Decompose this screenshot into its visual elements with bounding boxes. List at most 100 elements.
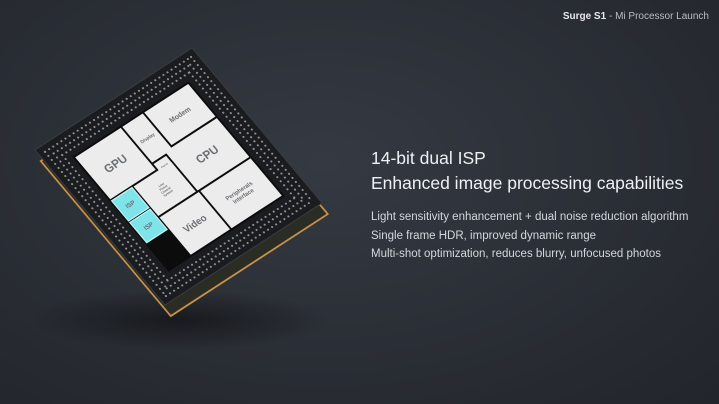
contact-pad: [158, 76, 161, 79]
contact-pad: [279, 220, 282, 223]
contact-pad: [286, 188, 289, 191]
contact-pad: [174, 274, 177, 277]
contact-pad: [264, 144, 267, 147]
contact-pad: [94, 211, 97, 214]
contact-pad: [140, 257, 143, 260]
contact-pad: [304, 192, 308, 196]
contact-pad: [157, 277, 160, 280]
contact-pad: [181, 284, 184, 287]
contact-pad: [109, 115, 112, 118]
contact-pad: [145, 271, 148, 274]
contact-pad: [283, 176, 287, 179]
contact-pad: [214, 255, 217, 258]
contact-pad: [121, 243, 124, 246]
contact-pad: [56, 142, 59, 145]
contact-pad: [59, 160, 62, 163]
contact-pad: [164, 285, 167, 288]
contact-pad: [66, 168, 69, 171]
contact-pad: [216, 95, 219, 98]
contact-pad: [189, 279, 192, 282]
contact-pad: [287, 180, 290, 183]
contact-pad: [84, 124, 87, 127]
contact-pad: [79, 184, 82, 187]
contact-pad: [272, 210, 275, 213]
contact-pad: [52, 145, 55, 148]
contact-pad: [205, 268, 208, 271]
contact-pad: [251, 231, 254, 234]
contact-pad: [218, 252, 221, 255]
contact-pad: [61, 154, 64, 157]
contact-pad: [227, 239, 230, 242]
contact-pad: [239, 231, 243, 234]
contact-pad: [231, 237, 234, 240]
contact-pad: [288, 200, 292, 203]
contact-pad: [257, 136, 260, 139]
contact-pad: [243, 128, 246, 131]
contact-pad: [146, 98, 150, 101]
contact-pad: [211, 250, 214, 253]
contact-pad: [134, 106, 137, 109]
contact-pad: [264, 215, 267, 218]
contact-pad: [162, 73, 165, 76]
contact-pad: [113, 105, 116, 108]
contact-pad: [287, 172, 291, 175]
contact-pad: [89, 135, 92, 138]
contact-pad: [133, 92, 136, 95]
contact-pad: [272, 172, 276, 175]
contact-pad: [60, 140, 63, 143]
contact-pad: [81, 140, 84, 143]
contact-pad: [259, 156, 262, 159]
contact-pad: [153, 273, 157, 276]
contact-pad: [60, 170, 64, 174]
contact-pad: [229, 112, 232, 115]
contact-pad: [207, 253, 210, 256]
contact-pad: [128, 251, 131, 254]
contact-pad: [57, 166, 60, 169]
contact-pad: [223, 96, 226, 99]
contact-pad: [291, 176, 294, 179]
contact-pad: [222, 103, 226, 107]
contact-pad: [109, 220, 113, 223]
contact-pad: [91, 190, 94, 193]
contact-pad: [65, 151, 68, 154]
contact-pad: [135, 242, 138, 245]
contact-pad: [74, 187, 77, 190]
contact-pad: [43, 150, 47, 153]
contact-pad: [270, 226, 274, 229]
contact-pad: [291, 212, 294, 215]
contact-pad: [150, 269, 153, 272]
contact-pad: [222, 111, 225, 114]
contact-pad: [197, 273, 200, 276]
brand-name: Surge S1: [562, 11, 607, 22]
contact-pad: [179, 77, 182, 80]
contact-pad: [271, 152, 274, 155]
contact-pad: [92, 119, 96, 122]
contact-pad: [114, 235, 118, 238]
contact-pad: [273, 164, 276, 167]
contact-pad: [147, 265, 150, 268]
contact-pad: [268, 213, 271, 216]
contact-pad: [52, 152, 55, 155]
contact-pad: [130, 108, 133, 111]
contact-pad: [159, 270, 162, 273]
contact-pad: [104, 223, 108, 226]
contact-pad: [77, 143, 80, 146]
contact-pad: [203, 72, 206, 75]
contact-pad: [121, 100, 124, 103]
contact-pad: [219, 99, 222, 102]
contact-pad: [137, 89, 141, 92]
contact-pad: [64, 158, 67, 161]
contact-pad: [172, 289, 176, 292]
contact-pad: [125, 97, 128, 100]
contact-pad: [130, 245, 133, 248]
contact-pad: [198, 266, 201, 269]
contact-pad: [134, 99, 137, 102]
modem-block: [144, 83, 216, 146]
contact-pad: [206, 76, 210, 79]
contact-pad: [260, 148, 263, 151]
contact-pad: [150, 88, 153, 91]
contact-pad: [150, 95, 154, 98]
contact-pad: [118, 116, 121, 119]
contact-pad: [96, 116, 100, 119]
